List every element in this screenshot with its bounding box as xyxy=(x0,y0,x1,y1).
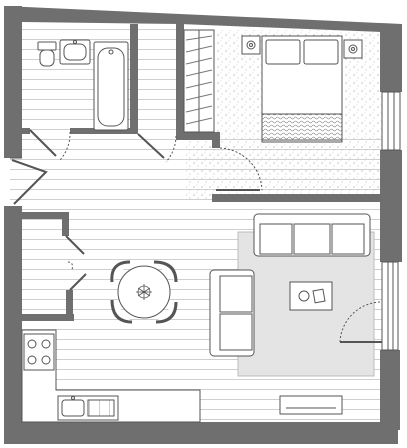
storage-door-leaf-2 xyxy=(69,273,87,291)
bathroom-door-swing xyxy=(59,131,71,161)
living-furniture xyxy=(209,213,371,415)
double-bed xyxy=(261,35,343,143)
toilet xyxy=(37,41,57,67)
wall-right-mid xyxy=(380,150,402,262)
wall-bath-right xyxy=(130,24,138,134)
floor-hallway xyxy=(10,134,386,204)
window-bedroom xyxy=(381,91,401,151)
wall-bath-bottom-2 xyxy=(70,128,138,134)
floor-closet xyxy=(134,24,178,134)
wall-bedroom-bottom-2 xyxy=(212,194,382,202)
bedroom-door-swing xyxy=(219,147,263,191)
windows xyxy=(381,91,401,351)
wall-bath-bottom xyxy=(22,128,30,134)
nightstand-left xyxy=(241,35,261,55)
wall-top xyxy=(4,6,402,34)
bathroom-fixtures xyxy=(37,39,129,131)
table-centerpiece xyxy=(136,284,152,300)
wall-storage-right-2 xyxy=(66,290,73,320)
floor-areas xyxy=(10,24,386,422)
wall-left-upper xyxy=(4,6,22,158)
dining-chair-3 xyxy=(110,299,133,324)
bathroom-door-leaf xyxy=(29,129,57,157)
bathroom-sink xyxy=(59,39,91,65)
window-living xyxy=(381,261,399,351)
doors xyxy=(10,129,382,343)
wall-storage-top xyxy=(22,212,66,219)
wardrobe xyxy=(183,29,215,133)
wall-right-lower xyxy=(380,350,400,430)
entry-door-leaf-1 xyxy=(11,159,48,205)
wall-bedroom-bottom xyxy=(176,132,220,140)
dining-chair-1 xyxy=(110,260,131,283)
storage-door-leaf xyxy=(65,235,85,255)
walls xyxy=(4,6,402,444)
bathtub xyxy=(93,41,129,131)
wall-bedroom-left xyxy=(212,136,220,148)
three-seat-sofa xyxy=(253,213,371,257)
wall-closet-right xyxy=(176,24,184,136)
wall-storage-right xyxy=(62,212,69,236)
closet-door-swing xyxy=(165,135,177,163)
storage-door-swing xyxy=(67,261,73,271)
dining-set xyxy=(110,260,178,324)
wall-left-lower xyxy=(4,206,22,442)
hob xyxy=(23,333,55,371)
dining-chair-2 xyxy=(153,260,178,283)
closet-door-leaf xyxy=(137,133,165,159)
wall-right-upper xyxy=(380,30,402,92)
kitchen xyxy=(21,329,201,423)
wall-storage-bottom xyxy=(22,314,74,321)
kitchen-sink xyxy=(57,395,119,421)
bedroom-furniture xyxy=(241,35,363,143)
dining-chair-4 xyxy=(155,301,178,324)
tv-console xyxy=(279,395,343,415)
nightstand-right xyxy=(343,39,363,59)
loveseat xyxy=(209,269,255,357)
wall-bottom xyxy=(4,422,398,444)
coffee-table xyxy=(289,281,333,311)
